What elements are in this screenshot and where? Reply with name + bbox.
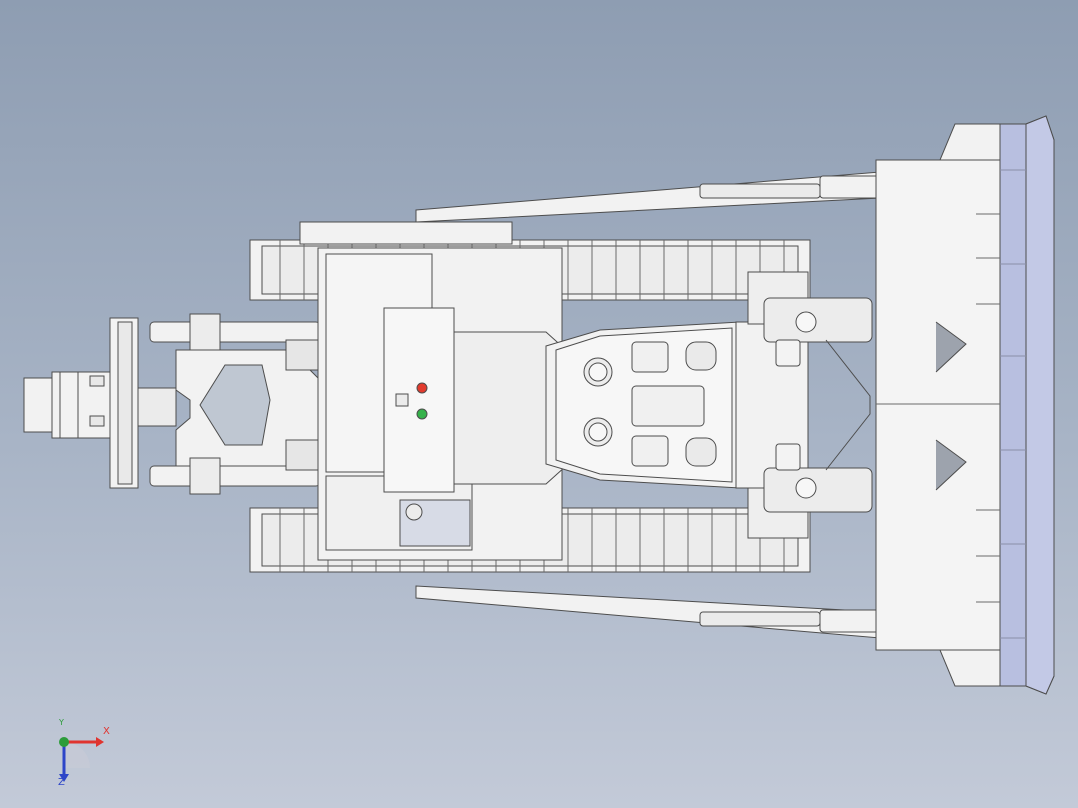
front-frame [735,271,873,539]
push-arms [415,171,883,639]
axis-y-label: Y [59,718,64,727]
axis-triad-icon [59,737,104,782]
main-body [299,221,741,561]
axis-x-label: X [103,726,110,737]
rear-ripper-assembly [23,313,321,495]
axis-triad: X Y Z [44,718,114,794]
dozer-blade [875,115,1055,695]
axis-z-label: Z [58,777,65,788]
